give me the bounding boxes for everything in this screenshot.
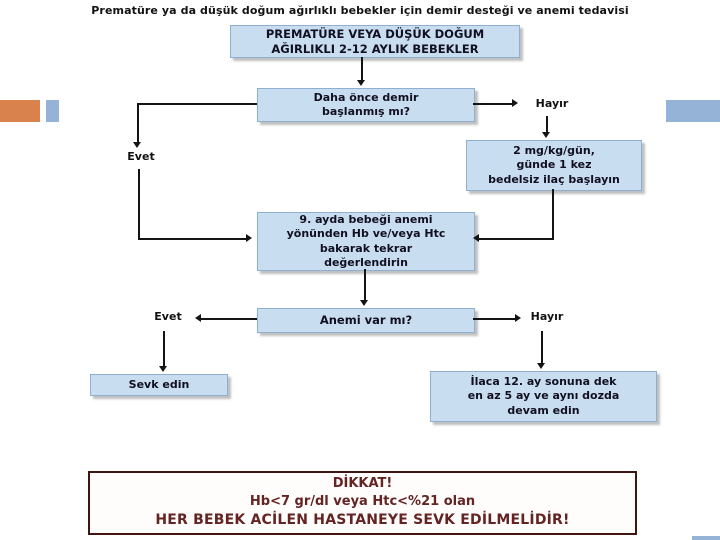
- connector-yes-to-reevaluate-horizontal: [138, 238, 248, 240]
- node-continue-medication-line3: devam edin: [507, 403, 580, 417]
- node-start-medication: 2 mg/kg/gün, günde 1 kez bedelsiz ilaç b…: [466, 140, 642, 191]
- node-reevaluate-line3: bakarak tekrar: [319, 241, 413, 255]
- arrowhead-anemia-question-to-no: [515, 314, 521, 322]
- connector-start-medication-to-reevaluate-vertical: [552, 189, 554, 240]
- warning-line2: Hb<7 gr/dl veya Htc<%21 olan: [249, 494, 476, 510]
- connector-iron-question-to-yes-horizontal: [138, 103, 257, 105]
- arrowhead-iron-question-to-yes: [133, 142, 141, 148]
- node-continue-medication-line2: en az 5 ay ve aynı dozda: [467, 389, 620, 403]
- decor-blue-square-left: [46, 100, 59, 122]
- node-iron-question-line1: Daha önce demir: [313, 90, 419, 104]
- node-start-medication-line3: bedelsiz ilaç başlayın: [488, 172, 620, 186]
- connector-yes-to-refer: [163, 331, 165, 367]
- node-start-medication-line1: 2 mg/kg/gün,: [513, 144, 595, 158]
- warning-line3: HER BEBEK ACİLEN HASTANEYE SEVK EDİLMELİ…: [155, 512, 570, 529]
- node-reevaluate: 9. ayda bebeği anemi yönünden Hb ve/veya…: [257, 212, 475, 271]
- arrowhead-start-medication-to-reevaluate: [473, 234, 479, 242]
- connector-start-to-iron-question: [361, 57, 363, 81]
- arrowhead-reevaluate-to-anemia-question: [360, 300, 368, 306]
- connector-no-to-continue-medication: [541, 331, 543, 365]
- connector-anemia-question-to-yes: [201, 318, 257, 320]
- node-continue-medication: İlaca 12. ay sonuna dek en az 5 ay ve ay…: [430, 371, 657, 422]
- node-start-line2: AĞIRLIKLI 2-12 AYLIK BEBEKLER: [271, 41, 479, 56]
- node-anemia-question: Anemi var mı?: [257, 308, 475, 333]
- node-start-line1: PREMATÜRE VEYA DÜŞÜK DOĞUM: [265, 26, 485, 41]
- connector-reevaluate-to-anemia-question: [364, 269, 366, 301]
- arrowhead-no-to-start-medication: [542, 132, 550, 138]
- connector-start-medication-to-reevaluate-horizontal: [479, 238, 554, 240]
- connector-anemia-question-to-no: [473, 318, 517, 320]
- warning-box: DİKKAT! Hb<7 gr/dl veya Htc<%21 olan HER…: [88, 471, 637, 535]
- node-start: PREMATÜRE VEYA DÜŞÜK DOĞUM AĞIRLIKLI 2-1…: [230, 25, 520, 58]
- node-continue-medication-line1: İlaca 12. ay sonuna dek: [470, 375, 617, 389]
- node-refer: Sevk edin: [90, 374, 228, 396]
- node-refer-line1: Sevk edin: [128, 377, 190, 391]
- arrowhead-no-to-continue-medication: [537, 363, 545, 369]
- decor-blue-sliver-bottom-right: [692, 536, 720, 540]
- arrowhead-yes-to-refer: [159, 366, 167, 372]
- warning-line1: DİKKAT!: [332, 476, 393, 492]
- connector-iron-question-to-no: [473, 103, 515, 105]
- node-reevaluate-line1: 9. ayda bebeği anemi: [299, 213, 433, 227]
- label-anemia-yes: Evet: [154, 310, 182, 323]
- decor-blue-bar-right: [666, 100, 720, 122]
- arrowhead-anemia-question-to-yes: [195, 314, 201, 322]
- connector-no-to-start-medication: [546, 116, 548, 134]
- node-iron-question: Daha önce demir başlanmış mı?: [257, 88, 475, 122]
- node-iron-question-line2: başlanmış mı?: [321, 105, 411, 118]
- label-iron-yes: Evet: [127, 150, 155, 163]
- node-reevaluate-line2: yönünden Hb ve/veya Htc: [286, 227, 446, 241]
- arrowhead-iron-question-to-no: [512, 99, 518, 107]
- label-anemia-no: Hayır: [530, 310, 564, 323]
- node-reevaluate-line4: değerlendirin: [324, 255, 408, 269]
- connector-iron-question-to-yes-vertical: [137, 103, 139, 144]
- label-iron-no: Hayır: [535, 97, 569, 110]
- decor-orange-bar-left: [0, 100, 40, 122]
- arrowhead-start-to-iron-question: [357, 80, 365, 86]
- connector-yes-to-reevaluate-vertical: [138, 169, 140, 240]
- node-start-medication-line2: günde 1 kez: [516, 158, 592, 172]
- slide-title: Prematüre ya da düşük doğum ağırlıklı be…: [91, 4, 629, 17]
- arrowhead-yes-to-reevaluate: [246, 234, 252, 242]
- node-anemia-question-line1: Anemi var mı?: [319, 313, 413, 328]
